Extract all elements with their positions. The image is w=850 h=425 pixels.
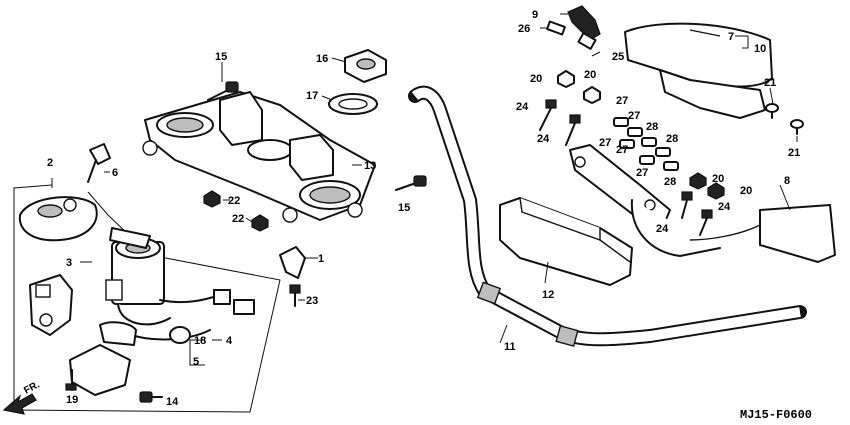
callout-3: 3 (66, 257, 72, 269)
bolt-15-right (395, 175, 427, 191)
nut-20b (583, 86, 601, 104)
bolt-24a (539, 99, 557, 131)
callout-26: 26 (518, 23, 530, 35)
callout-21a: 21 (764, 77, 776, 89)
callout-20b: 20 (584, 69, 596, 81)
callout-21b: 21 (788, 147, 800, 159)
handlebar (408, 85, 807, 347)
callout-15-top: 15 (215, 51, 227, 63)
callout-24d: 24 (656, 223, 669, 235)
indicator-socket (546, 5, 601, 50)
callout-9: 9 (532, 9, 538, 21)
callout-20d: 20 (740, 185, 752, 197)
stem-washer (328, 93, 378, 115)
callout-6: 6 (112, 167, 118, 179)
switch-bracket (29, 274, 73, 336)
callout-24c: 24 (718, 201, 731, 213)
bolt-23 (289, 284, 301, 307)
screw-14 (139, 391, 163, 403)
callout-27a: 27 (616, 95, 628, 107)
screw-21a (765, 103, 779, 119)
callout-24a: 24 (516, 101, 529, 113)
callout-14: 14 (166, 396, 179, 408)
callout-labels: 1 2 3 4 5 6 7 8 9 10 11 12 13 14 15 15 1… (47, 9, 800, 408)
bolt-24b (565, 114, 581, 146)
handlebar-panel (499, 197, 633, 286)
leader-lines (80, 13, 798, 366)
diagram-code: MJ15-F0600 (740, 408, 812, 422)
bolt-15-top (207, 81, 239, 101)
bolt-24d (699, 209, 713, 236)
callout-17: 17 (306, 90, 318, 102)
callout-20c: 20 (712, 173, 724, 185)
callout-2: 2 (47, 157, 53, 169)
callout-22a: 22 (228, 195, 240, 207)
lower-cover (69, 321, 191, 396)
front-direction-label: FR. (22, 379, 42, 396)
nut-20a (557, 70, 575, 88)
nut-22b (251, 214, 269, 232)
ignition-switch (105, 227, 255, 341)
callout-27d: 27 (616, 144, 628, 156)
callout-27e: 27 (636, 167, 648, 179)
callout-28c: 28 (664, 176, 676, 188)
callout-16: 16 (316, 53, 328, 65)
callout-19: 19 (66, 394, 78, 406)
callout-23: 23 (306, 295, 318, 307)
meter-bracket (569, 144, 721, 257)
callout-15-right: 15 (398, 202, 410, 214)
callout-7: 7 (728, 31, 734, 43)
ignition-key (87, 143, 111, 183)
callout-4: 4 (226, 335, 233, 347)
nut-20d (707, 182, 725, 200)
callout-24b: 24 (537, 133, 550, 145)
wire-harness-connector (689, 204, 836, 263)
assembly-box-outline (13, 184, 281, 413)
callout-8: 8 (784, 175, 790, 187)
callout-28a: 28 (646, 121, 658, 133)
steering-stem-nut (344, 49, 387, 83)
callout-27c: 27 (599, 137, 611, 149)
callout-18: 18 (194, 335, 206, 347)
bolt-24c (681, 191, 693, 219)
callout-22b: 22 (232, 213, 244, 225)
callout-10: 10 (754, 43, 766, 55)
wire-clamp (279, 246, 306, 279)
ignition-switch-cover (18, 196, 98, 242)
screw-19 (65, 369, 77, 391)
callout-25: 25 (612, 51, 624, 63)
screw-21b (790, 119, 804, 135)
callout-5: 5 (193, 356, 199, 368)
nut-22a (203, 190, 221, 208)
bulb-cluster (613, 117, 679, 171)
indicator-cover (624, 22, 773, 119)
callout-28b: 28 (666, 133, 678, 145)
callout-13: 13 (364, 160, 376, 172)
callout-1: 1 (318, 253, 324, 265)
nut-20c (689, 172, 707, 190)
callout-27b: 27 (628, 110, 640, 122)
callout-12: 12 (542, 289, 554, 301)
front-direction-arrow-icon (2, 393, 37, 415)
top-bridge (142, 91, 376, 223)
callout-20a: 20 (530, 73, 542, 85)
callout-11: 11 (504, 341, 516, 353)
